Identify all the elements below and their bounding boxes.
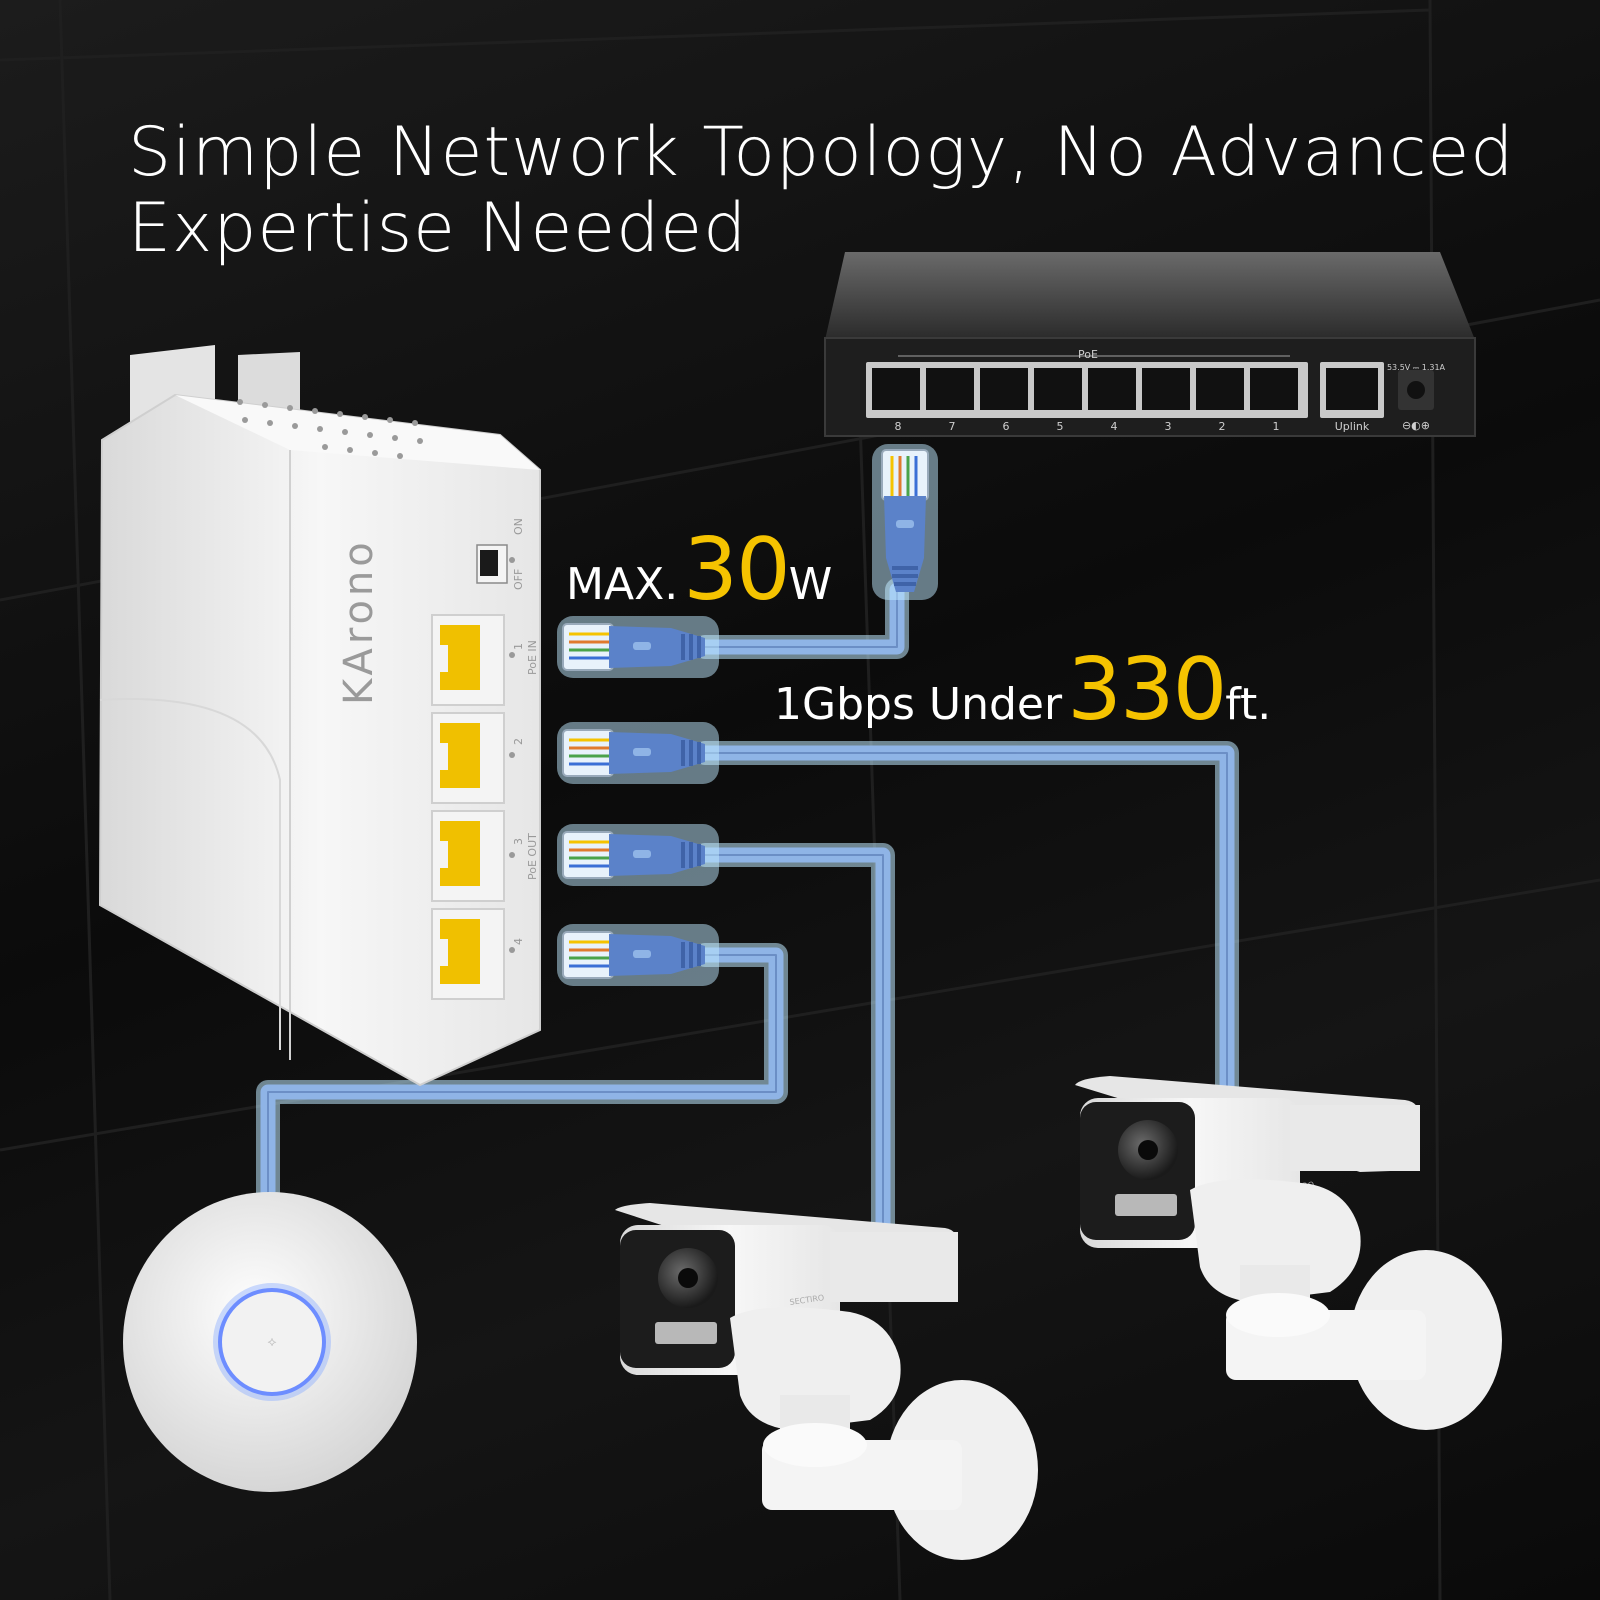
uplink-port (1326, 368, 1378, 410)
wireless-access-point: ⟡ (123, 1192, 417, 1492)
ptz-camera-right: SECTIRO (1075, 1076, 1502, 1430)
switch-port-number: 7 (949, 420, 956, 433)
extender-port-number: 1 (512, 643, 525, 650)
rj45-connector-4 (557, 924, 719, 986)
switch-port-number: 5 (1057, 420, 1064, 433)
switch-port-number: 4 (1111, 420, 1118, 433)
power-value: 30 (683, 520, 790, 620)
poe-out-label: PoE OUT (526, 833, 539, 880)
poe-extender: KArono ON OFF 1 2 3 4 PoE IN PoE OUT (98, 345, 541, 1087)
rj45-connector-uplink (872, 444, 938, 600)
extender-ports (431, 614, 505, 1000)
page-title: Simple Network Topology, No Advanced Exp… (128, 115, 1514, 267)
switch-port-number: 3 (1165, 420, 1172, 433)
extender-brand-logo: KArono (336, 538, 382, 705)
title-line-2: Expertise Needed (128, 189, 748, 268)
switch-on-label: ON (512, 518, 525, 535)
switch-uplink-label: Uplink (1335, 420, 1370, 433)
switch-power-rating: 53.5V ⎓ 1.31A (1387, 363, 1446, 372)
switch-port-number: 2 (1219, 420, 1226, 433)
poe-switch: PoE 8 7 6 5 4 3 2 1 Uplink 53.5V ⎓ 1.31A… (824, 252, 1476, 437)
switch-port-number: 6 (1003, 420, 1010, 433)
distance-value: 330 (1067, 640, 1227, 740)
distance-callout: 1Gbps Under 330ft. (774, 640, 1271, 740)
extender-port-number: 4 (512, 938, 525, 945)
rj45-connector-1 (557, 616, 719, 678)
extender-port-number: 2 (512, 738, 525, 745)
vent-holes (237, 399, 423, 459)
rj45-connector-3 (557, 824, 719, 886)
power-callout: MAX. 30W (566, 520, 832, 620)
power-unit: W (788, 559, 833, 610)
switch-port-number: 8 (895, 420, 902, 433)
power-prefix: MAX. (566, 559, 679, 610)
ap-logo-icon: ⟡ (267, 1334, 276, 1350)
ptz-camera-left: SECTIRO (615, 1203, 1038, 1560)
title-line-1: Simple Network Topology, No Advanced (128, 113, 1515, 192)
switch-port-number: 1 (1273, 420, 1280, 433)
ap-status-ring (218, 1288, 326, 1396)
switch-off-label: OFF (512, 569, 525, 590)
speed-prefix: 1Gbps Under (774, 679, 1063, 730)
switch-poe-label: PoE (1078, 348, 1098, 361)
rj45-connector-2 (557, 722, 719, 784)
power-polarity-icon: ⊖◐⊕ (1402, 419, 1430, 432)
extender-port-number: 3 (512, 838, 525, 845)
switch-ports (872, 368, 1298, 410)
poe-in-label: PoE IN (526, 640, 539, 675)
cables (256, 578, 1239, 1240)
distance-unit: ft. (1225, 679, 1272, 730)
